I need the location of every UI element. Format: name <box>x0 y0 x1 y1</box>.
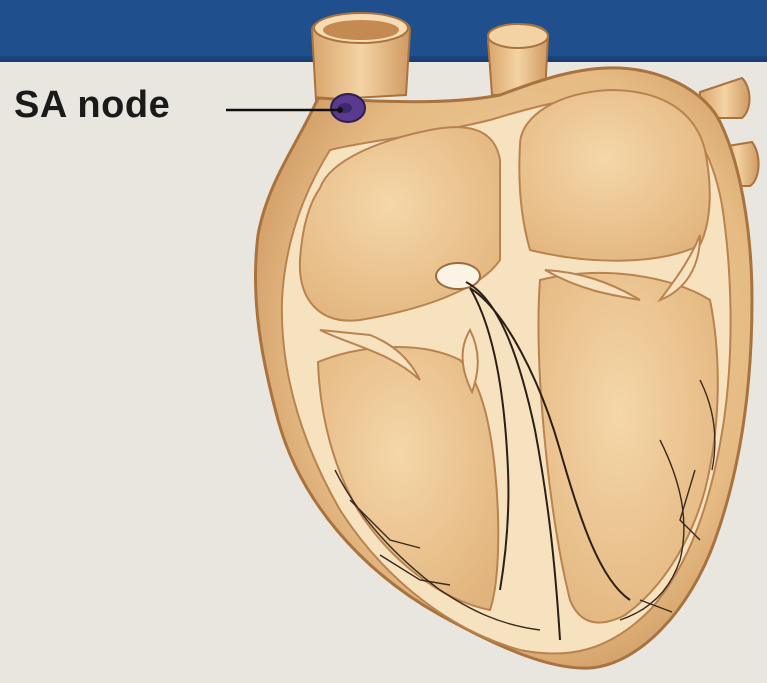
left-atrium <box>519 90 709 261</box>
sa-node-leader-dot <box>337 107 343 113</box>
av-node <box>436 263 480 289</box>
